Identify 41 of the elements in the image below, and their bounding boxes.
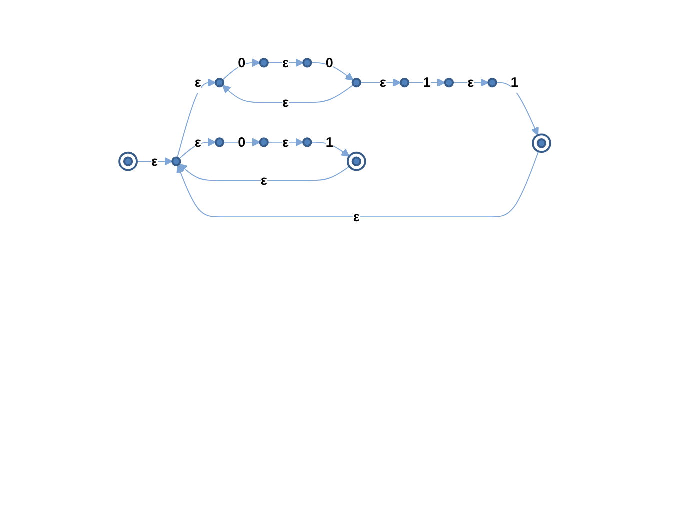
node-circle [400, 78, 410, 88]
node-doublecircle [532, 134, 552, 154]
edge-label: ε [380, 74, 386, 90]
node-doublecircle [346, 152, 366, 172]
edge-label: ε [282, 54, 289, 70]
arrow [178, 164, 350, 182]
edge-label: ε [282, 94, 289, 110]
node-circle [259, 138, 269, 148]
edge-label: ε [468, 74, 474, 90]
arrow [268, 138, 304, 147]
edge-label: ε [353, 208, 360, 224]
edge-label: ε [194, 74, 202, 90]
edge-label: 1 [423, 74, 431, 90]
node-circle [352, 78, 362, 88]
arrow [310, 142, 350, 157]
edge-label: 1 [510, 74, 518, 90]
arrow [176, 151, 540, 218]
edge-label: 0 [238, 134, 246, 150]
node-circle [214, 138, 225, 148]
edge-label: 0 [238, 54, 246, 70]
node-circle [488, 78, 498, 88]
node-circle [259, 58, 269, 68]
node-circle [172, 156, 182, 166]
arrow [268, 58, 304, 68]
arrow [176, 78, 216, 158]
node-circle [302, 138, 312, 148]
arrow [222, 84, 354, 104]
edge-label: ε [282, 134, 289, 150]
node-doublecircle [118, 152, 138, 172]
arrow [408, 78, 446, 88]
edge-label: ε [194, 134, 202, 150]
arrow [496, 82, 539, 136]
node-circle [444, 78, 454, 88]
edge-label: 0 [326, 54, 334, 70]
arrow [223, 138, 261, 147]
arrow [178, 138, 216, 160]
edge-label: ε [152, 153, 158, 169]
edge-label: 1 [326, 134, 334, 150]
node-circle [214, 78, 225, 88]
edge-label: ε [260, 172, 268, 188]
node-circle [302, 58, 312, 68]
